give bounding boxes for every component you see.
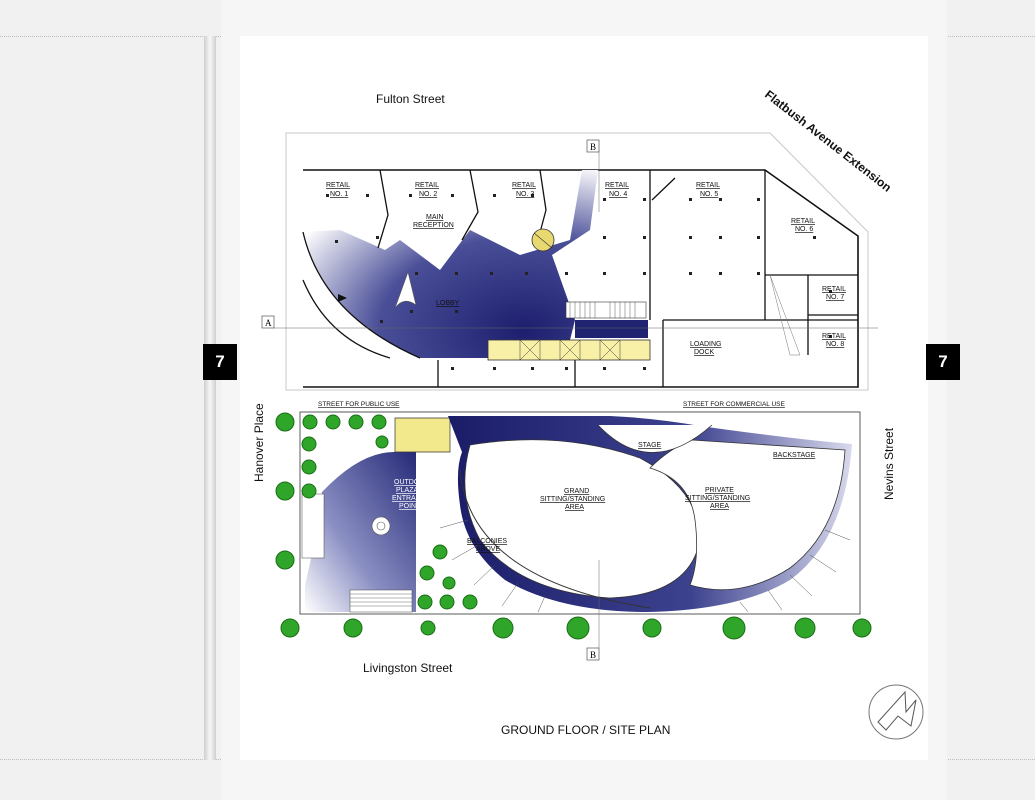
commercial-street-label: STREET FOR COMMERCIAL USE <box>683 401 786 408</box>
svg-text:AREA: AREA <box>710 503 729 510</box>
partition-walls <box>302 169 858 387</box>
structural-columns <box>326 194 832 370</box>
retail-8-label: RETAIL <box>822 333 846 340</box>
private-area-label: PRIVATE <box>705 487 734 494</box>
main-reception-label: MAIN <box>426 214 444 221</box>
fountain-icon <box>371 516 391 536</box>
svg-text:NO. 1: NO. 1 <box>330 191 348 198</box>
balcony-seating-lines <box>439 519 851 613</box>
lobby-area <box>303 170 598 358</box>
retail-4-label: RETAIL <box>605 182 629 189</box>
grand-area-floor <box>464 439 701 599</box>
elevator-core <box>487 339 651 361</box>
svg-text:RECEPTION: RECEPTION <box>413 222 454 229</box>
left-page-rail <box>204 36 216 760</box>
backstage-label: BACKSTAGE <box>773 452 816 459</box>
stage-label: STAGE <box>638 442 662 449</box>
elevator-cars <box>519 339 621 361</box>
livingston-street-label: Livingston Street <box>363 661 453 675</box>
svg-text:AREA: AREA <box>565 504 584 511</box>
nevins-street-label: Nevins Street <box>882 427 896 500</box>
section-a-marker <box>261 315 275 329</box>
retail-6-label: RETAIL <box>791 218 815 225</box>
loading-dock-label: LOADING <box>690 341 722 348</box>
sail-sculpture-icon <box>394 270 417 309</box>
section-b-letter-bottom: B <box>590 650 596 660</box>
building-walls <box>303 169 859 388</box>
retail-7-label: RETAIL <box>822 286 846 293</box>
svg-text:NO. 7: NO. 7 <box>826 294 844 301</box>
lobby-label: LOBBY <box>436 300 460 307</box>
retail-1-label: RETAIL <box>326 182 350 189</box>
section-b-letter-top: B <box>590 142 596 152</box>
svg-text:PLAZA/: PLAZA/ <box>396 487 420 494</box>
svg-text:NO. 6: NO. 6 <box>795 226 813 233</box>
retail-5-label: RETAIL <box>696 182 720 189</box>
retail-2-label: RETAIL <box>415 182 439 189</box>
private-area-floor <box>649 439 846 591</box>
escalator-treads <box>569 302 636 318</box>
svg-text:NO. 8: NO. 8 <box>826 341 844 348</box>
plaza-steps <box>349 589 413 613</box>
balconies-label: BALCONIES <box>467 538 507 545</box>
page-number-right: 7 <box>926 344 960 380</box>
stage-platform <box>597 424 713 453</box>
escalator-block <box>565 301 647 319</box>
svg-text:NO. 2: NO. 2 <box>419 191 437 198</box>
section-b-marker-top <box>586 139 600 153</box>
grand-area-label: GRAND <box>564 488 589 495</box>
svg-text:ABOVE: ABOVE <box>476 546 500 553</box>
stair-core-yellow <box>394 417 451 453</box>
lobby-corridor <box>552 255 648 338</box>
plaza-label: OUTDOOR <box>394 479 430 486</box>
svg-text:SITTING/STANDING: SITTING/STANDING <box>685 495 750 502</box>
svg-text:NO. 5: NO. 5 <box>700 191 718 198</box>
ramp <box>769 274 801 356</box>
retail-3-label: RETAIL <box>512 182 536 189</box>
street-trees <box>275 412 872 640</box>
svg-text:DOCK: DOCK <box>694 349 715 356</box>
svg-text:SITTING/STANDING: SITTING/STANDING <box>540 496 605 503</box>
public-street-label: STREET FOR PUBLIC USE <box>318 401 400 408</box>
arrow-icon <box>338 294 347 302</box>
hanover-place-label: Hanover Place <box>252 403 266 482</box>
balcony-edge <box>459 469 651 609</box>
outdoor-plaza <box>305 452 416 612</box>
fulton-street-label: Fulton Street <box>376 92 445 106</box>
svg-text:NO. 3: NO. 3 <box>516 191 534 198</box>
west-steps <box>301 493 325 559</box>
section-a-letter: A <box>265 318 272 328</box>
plan-title: GROUND FLOOR / SITE PLAN <box>501 723 670 737</box>
svg-text:NO. 4: NO. 4 <box>609 191 627 198</box>
spiral-stair-icon <box>531 228 555 252</box>
svg-text:POINT: POINT <box>399 503 421 510</box>
page-number-left: 7 <box>203 344 237 380</box>
section-b-marker-bottom <box>586 647 600 661</box>
svg-text:ENTRANCE: ENTRANCE <box>392 495 431 502</box>
